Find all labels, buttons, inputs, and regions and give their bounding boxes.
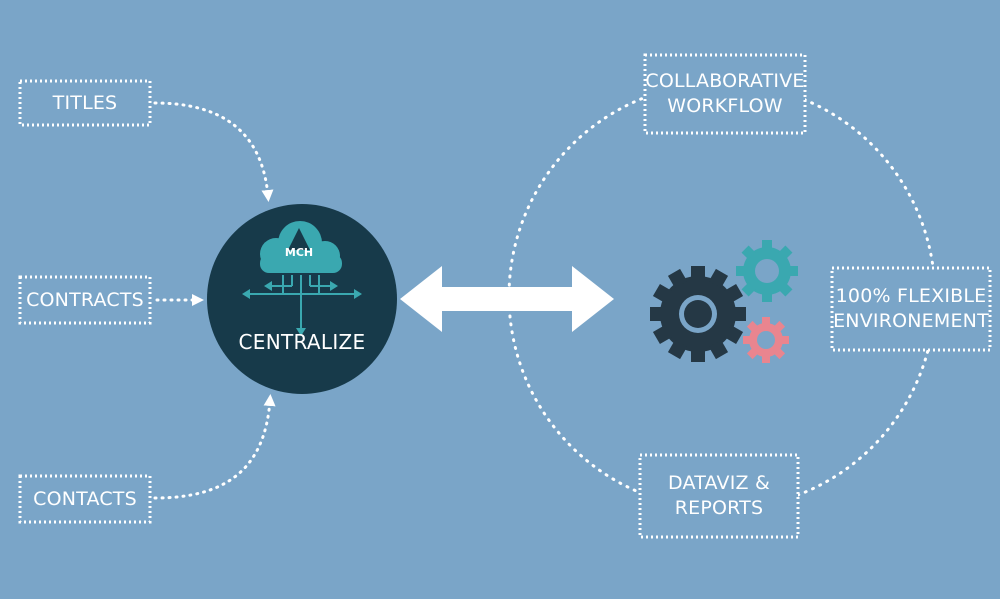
- distribution-arrows-icon: [248, 275, 356, 330]
- collaborative-workflow-label: COLLABORATIVE WORKFLOW: [645, 70, 805, 117]
- contacts-arrow: [153, 394, 276, 500]
- contracts-label: CONTRACTS: [26, 288, 144, 311]
- cloud-icon: [260, 221, 342, 273]
- titles-label: TITLES: [52, 91, 118, 114]
- titles-box-border: [18, 79, 152, 127]
- dataviz-reports-label: DATAVIZ & REPORTS: [667, 472, 770, 519]
- mch-logo-text: MCH: [284, 246, 314, 259]
- centralize-label: CENTRALIZE: [238, 330, 366, 354]
- collaborative-box-border: [643, 53, 807, 135]
- contracts-box-border: [18, 275, 152, 325]
- contacts-box-border: [18, 474, 152, 524]
- gears-icon: [650, 240, 798, 363]
- titles-arrow: [153, 101, 274, 202]
- contacts-label: CONTACTS: [33, 487, 137, 510]
- flexible-environment-label: 100% FLEXIBLE ENVIRONEMENT: [833, 285, 989, 332]
- double-arrow-icon: [400, 266, 614, 332]
- distribution-arrowheads: [242, 281, 362, 336]
